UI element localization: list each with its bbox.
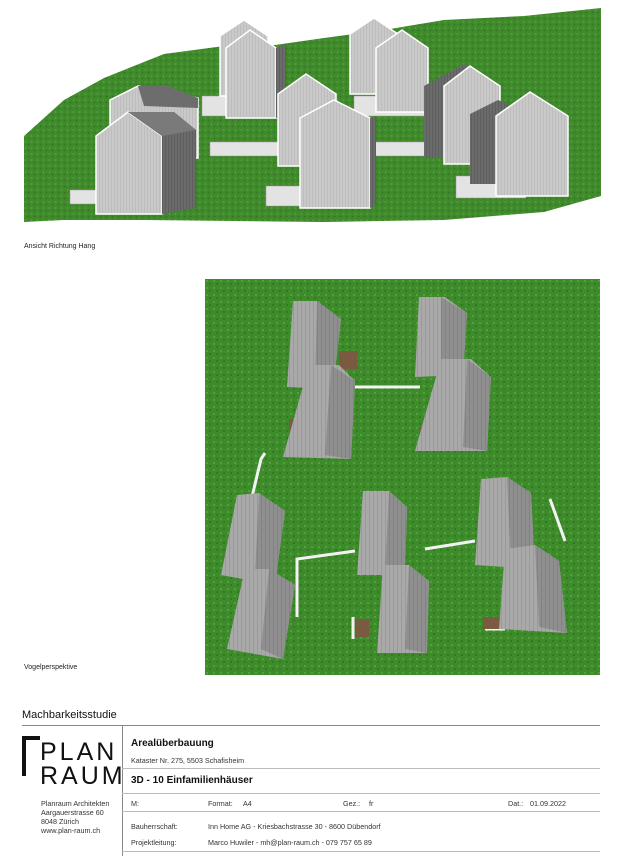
logo-line2: RAUM xyxy=(40,762,126,790)
lead-value: Marco Huwiler - mh@plan-raum.ch - 079 75… xyxy=(208,838,372,847)
house-3 xyxy=(415,297,467,377)
client-value: Inn Home AG - Kriesbachstrasse 30 - 8600… xyxy=(208,822,381,831)
divider xyxy=(122,768,600,769)
date-label: Dat.: xyxy=(508,799,524,808)
perspective-render xyxy=(24,8,601,222)
house-2 xyxy=(283,365,355,459)
firm-street: Aargauerstrasse 60 xyxy=(41,808,104,817)
house-5 xyxy=(221,493,285,585)
divider xyxy=(122,793,600,794)
firm-city: 8048 Zürich xyxy=(41,817,79,826)
divider xyxy=(122,811,600,812)
format-label: Format: xyxy=(208,799,233,808)
house-4 xyxy=(415,359,491,451)
house-center-pair xyxy=(277,73,376,209)
drawn-label: Gez.: xyxy=(343,799,361,808)
drawn-value: fr xyxy=(369,799,374,808)
lead-label: Projektleitung: xyxy=(131,838,177,847)
logo: PLAN RAUM xyxy=(22,736,123,816)
firm-name: Planraum Architekten xyxy=(41,799,110,808)
project-title: Arealüberbauung xyxy=(131,738,214,749)
birdseye-render xyxy=(205,279,600,675)
study-title: Machbarkeitsstudie xyxy=(22,709,117,721)
house-6 xyxy=(227,569,295,659)
logo-bracket xyxy=(22,736,40,776)
house-8 xyxy=(377,565,429,653)
format-value: A4 xyxy=(243,799,252,808)
house-left-pair xyxy=(95,85,199,215)
divider xyxy=(122,851,600,852)
divider xyxy=(22,725,600,726)
house-back-left xyxy=(219,19,286,119)
date-value: 01.09.2022 xyxy=(530,799,566,808)
logo-line1: PLAN xyxy=(40,738,118,766)
client-label: Bauherrschaft: xyxy=(131,822,178,831)
house-10 xyxy=(499,545,567,633)
house-right-pair xyxy=(424,64,569,197)
cadastre: Kataster Nr. 275, 5503 Schafisheim xyxy=(131,756,245,765)
perspective-caption: Ansicht Richtung Hang xyxy=(24,243,96,250)
house-7 xyxy=(357,491,407,575)
house-back-right xyxy=(349,17,429,113)
titleblock-vertical-rule xyxy=(122,726,123,856)
drawing-title: 3D - 10 Einfamilienhäuser xyxy=(131,775,253,786)
firm-web: www.plan-raum.ch xyxy=(41,826,101,835)
scale-label: M: xyxy=(131,799,139,808)
birdseye-caption: Vogelperspektive xyxy=(24,664,78,671)
